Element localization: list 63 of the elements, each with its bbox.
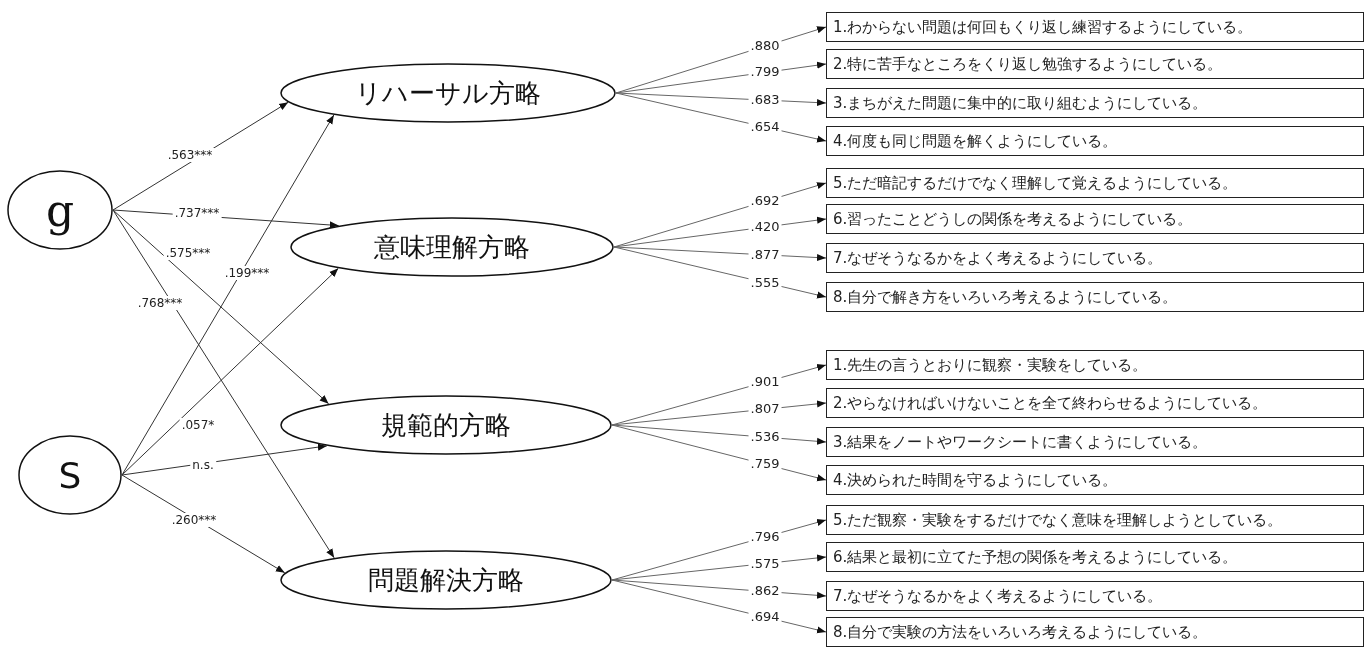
- item-box: [826, 465, 1364, 495]
- item-box: [826, 388, 1364, 418]
- edge-label: .555: [748, 275, 782, 290]
- factor-ellipse: [280, 550, 612, 610]
- factor-ellipse: [280, 395, 612, 455]
- factor-name: リハーサル方略: [355, 76, 541, 110]
- arrow: [112, 209, 335, 559]
- latent-factor-ellipse: [7, 170, 113, 250]
- edge-label: .654: [748, 120, 782, 135]
- item-box: [826, 427, 1364, 457]
- item-text: 2.やらなければいけないことを全て終わらせるようにしている。: [833, 393, 1268, 413]
- factor-name: S: [58, 454, 82, 496]
- factor-ellipse: [290, 217, 614, 277]
- item-text: 1.先生の言うとおりに観察・実験をしている。: [833, 355, 1148, 375]
- item-box: [826, 168, 1364, 198]
- item-box: [826, 204, 1364, 234]
- item-text: 7.なぜそうなるかをよく考えるようにしている。: [833, 248, 1163, 268]
- item-text: 6.結果と最初に立てた予想の関係を考えるようにしている。: [833, 547, 1238, 567]
- edge-label: .880: [748, 39, 782, 54]
- item-box: [826, 617, 1364, 647]
- item-box: [826, 350, 1364, 380]
- edge-label: .694: [748, 610, 782, 625]
- item-box: [826, 126, 1364, 156]
- arrow: [112, 101, 289, 211]
- item-text: 1.わからない問題は何回もくり返し練習するようにしている。: [833, 17, 1253, 37]
- edge-label: .737***: [172, 206, 222, 220]
- latent-factor-ellipse: [18, 435, 122, 515]
- item-text: 4.何度も同じ問題を解くようにしている。: [833, 131, 1118, 151]
- factor-name: 問題解決方略: [368, 563, 524, 597]
- edge-label: n.s.: [190, 458, 216, 472]
- item-box: [826, 12, 1364, 42]
- edge-label: .575***: [163, 246, 213, 260]
- factor-name: g: [45, 184, 75, 236]
- arrow: [112, 209, 330, 405]
- item-box: [826, 282, 1364, 312]
- edge-label: .901: [748, 375, 782, 390]
- item-text: 3.まちがえた問題に集中的に取り組むようにしている。: [833, 93, 1208, 113]
- item-text: 4.決められた時間を守るようにしている。: [833, 470, 1118, 490]
- item-text: 3.結果をノートやワークシートに書くようにしている。: [833, 432, 1208, 452]
- factor-name: 規範的方略: [381, 408, 511, 442]
- edge-label: .057*: [179, 418, 217, 432]
- item-box: [826, 88, 1364, 118]
- factor-name: 意味理解方略: [374, 230, 530, 264]
- item-text: 8.自分で解き方をいろいろ考えるようにしている。: [833, 287, 1178, 307]
- item-box: [826, 505, 1364, 535]
- edge-label: .575: [748, 556, 782, 571]
- item-text: 6.習ったことどうしの関係を考えるようにしている。: [833, 209, 1193, 229]
- item-text: 5.ただ暗記するだけでなく理解して覚えるようにしている。: [833, 173, 1238, 193]
- item-text: 5.ただ観察・実験をするだけでなく意味を理解しようとしている。: [833, 510, 1283, 530]
- edge-label: .692: [748, 194, 782, 209]
- item-box: [826, 49, 1364, 79]
- factor-ellipse: [280, 63, 616, 123]
- item-text: 8.自分で実験の方法をいろいろ考えるようにしている。: [833, 622, 1208, 642]
- edge-label: .796: [748, 530, 782, 545]
- edge-label: .877: [748, 247, 782, 262]
- edge-label: .759: [748, 457, 782, 472]
- arrow: [121, 114, 335, 476]
- item-box: [826, 581, 1364, 611]
- item-box: [826, 542, 1364, 572]
- item-box: [826, 243, 1364, 273]
- arrow: [121, 267, 339, 476]
- item-text: 7.なぜそうなるかをよく考えるようにしている。: [833, 586, 1163, 606]
- item-text: 2.特に苦手なところをくり返し勉強するようにしている。: [833, 54, 1223, 74]
